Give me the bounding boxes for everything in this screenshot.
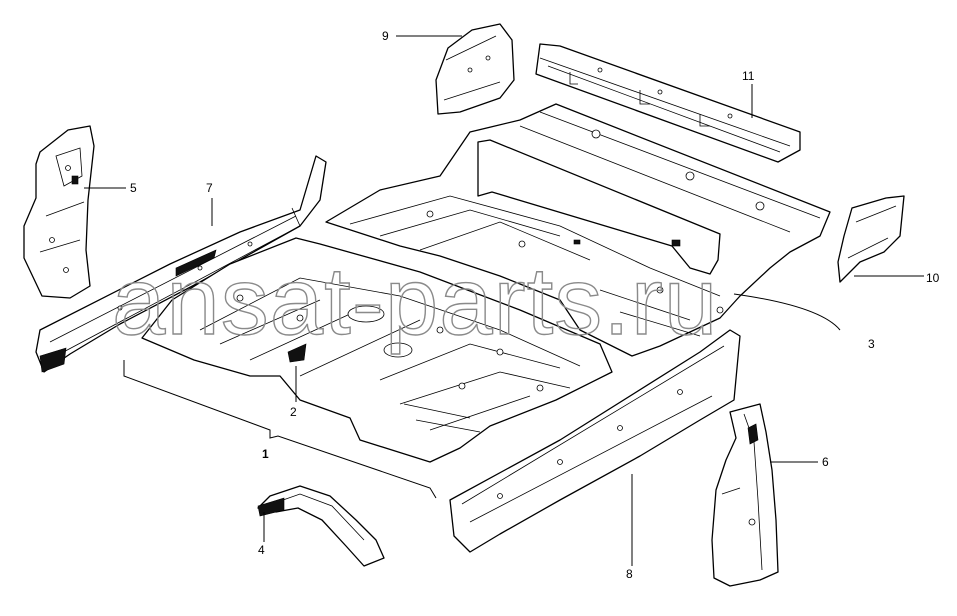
- part-1-front-floor: [141, 237, 613, 463]
- callout-6: 6: [822, 455, 829, 469]
- part-4-wheel-arch: [257, 485, 385, 567]
- callout-3: 3: [868, 337, 875, 351]
- callout-2: 2: [290, 405, 297, 419]
- leader-lines: [84, 35, 924, 566]
- callout-7: 7: [206, 181, 213, 195]
- callout-4: 4: [258, 543, 265, 557]
- part-11-cross-member: [535, 43, 801, 163]
- part-10-side-piece: [837, 195, 905, 283]
- callout-9: 9: [382, 29, 389, 43]
- callout-5: 5: [130, 181, 137, 195]
- part-6-pillar: [711, 403, 779, 587]
- part-7-sill: [35, 155, 327, 373]
- callout-1: 1: [262, 447, 269, 461]
- part-5-reinforcement: [23, 125, 95, 299]
- watermark-text: ansat-parts.ru: [112, 248, 718, 355]
- callout-11: 11: [742, 69, 755, 83]
- part-3-rear-floor: [325, 103, 831, 357]
- callout-10: 10: [926, 271, 940, 285]
- callout-8: 8: [626, 567, 633, 581]
- part-8-side-panel: [449, 329, 741, 553]
- part-9-panel: [435, 23, 515, 115]
- callout-labels: 9 11 5 7 10 3 2 1 6 4 8: [130, 29, 940, 581]
